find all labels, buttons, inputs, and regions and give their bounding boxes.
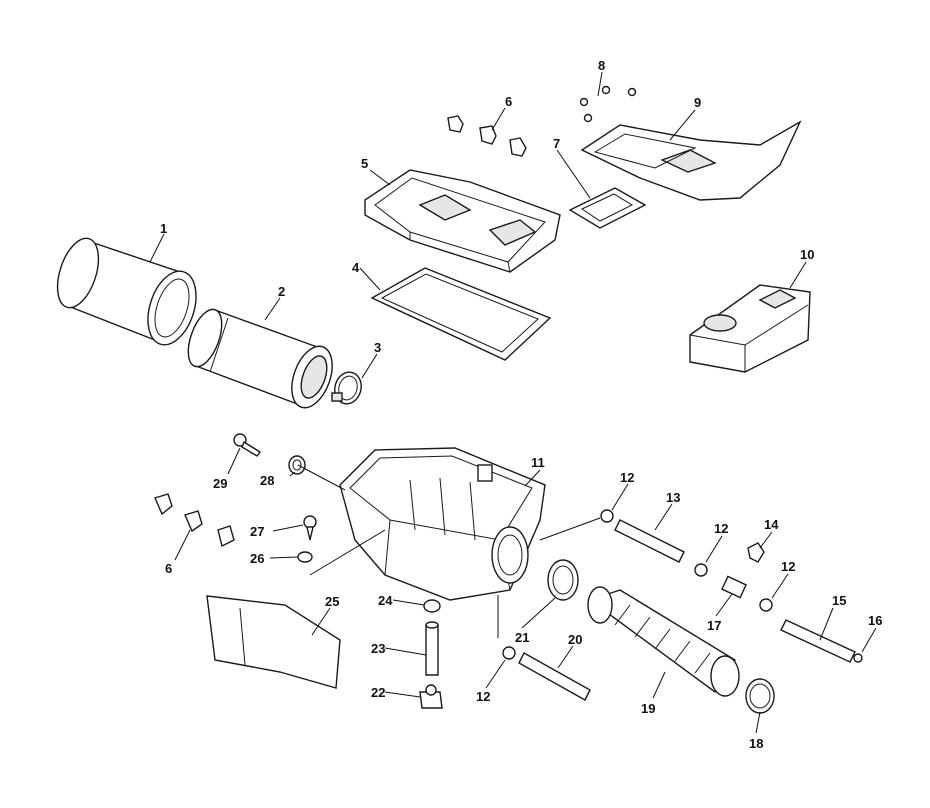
- label-part-16: 16: [868, 613, 882, 628]
- part-11-airbox-housing[interactable]: [339, 447, 546, 601]
- label-part-6-top: 6: [505, 94, 512, 109]
- part-28-grommet[interactable]: [288, 455, 306, 475]
- part-15-tube[interactable]: [780, 619, 856, 663]
- label-part-12-a: 12: [620, 470, 634, 485]
- label-part-21: 21: [515, 630, 529, 645]
- part-12-cap-a[interactable]: [600, 509, 614, 523]
- label-part-8: 8: [598, 58, 605, 73]
- part-21-coupler-ring[interactable]: [547, 559, 579, 601]
- leader-lines: [149, 71, 877, 734]
- part-19-bellows-boot[interactable]: [587, 586, 740, 697]
- part-25-side-panel[interactable]: [206, 595, 341, 689]
- label-part-20: 20: [568, 632, 582, 647]
- part-6-clips-top[interactable]: [447, 115, 527, 157]
- part-number-labels: 1 2 3 4 5 6 7 8 9 10 11 12 13 12 14 12 1…: [160, 58, 882, 751]
- part-16-clip[interactable]: [853, 653, 863, 663]
- part-27-bolt[interactable]: [303, 515, 317, 541]
- part-13-tube[interactable]: [614, 519, 685, 563]
- label-part-11: 11: [531, 455, 545, 470]
- label-part-12-c: 12: [781, 559, 795, 574]
- label-part-7: 7: [553, 136, 560, 151]
- label-part-14: 14: [764, 517, 779, 532]
- part-29-drain-valve[interactable]: [233, 433, 262, 457]
- part-23-drain-tube[interactable]: [425, 621, 439, 676]
- label-part-18: 18: [749, 736, 763, 751]
- label-part-2: 2: [278, 284, 285, 299]
- part-6-clips-left[interactable]: [154, 493, 235, 548]
- part-26-nut[interactable]: [297, 551, 313, 563]
- label-part-5: 5: [361, 156, 368, 171]
- part-22-drain-fitting[interactable]: [419, 684, 443, 709]
- part-20-tube[interactable]: [518, 652, 591, 701]
- part-5-airbox-cover[interactable]: [364, 169, 561, 273]
- label-part-22: 22: [371, 685, 385, 700]
- label-part-6-left: 6: [165, 561, 172, 576]
- label-part-26: 26: [250, 551, 264, 566]
- label-part-3: 3: [374, 340, 381, 355]
- label-part-29: 29: [213, 476, 227, 491]
- label-part-19: 19: [641, 701, 655, 716]
- part-24-plug[interactable]: [423, 599, 441, 613]
- label-part-23: 23: [371, 641, 385, 656]
- part-12-cap-c[interactable]: [759, 598, 773, 612]
- part-10-foam-block[interactable]: [689, 284, 811, 373]
- label-part-13: 13: [666, 490, 680, 505]
- part-12-cap-b[interactable]: [694, 563, 708, 577]
- label-part-24: 24: [378, 593, 393, 608]
- part-3-hose-clamp[interactable]: [331, 369, 364, 407]
- label-part-17: 17: [707, 618, 721, 633]
- part-12-cap-d[interactable]: [502, 646, 516, 660]
- label-part-28: 28: [260, 473, 274, 488]
- label-part-4: 4: [352, 260, 360, 275]
- part-17-connector[interactable]: [721, 575, 747, 599]
- part-1-prefilter-sleeve[interactable]: [50, 233, 205, 351]
- label-part-12-b: 12: [714, 521, 728, 536]
- part-8-screws[interactable]: [579, 85, 637, 123]
- label-part-27: 27: [250, 524, 264, 539]
- part-18-clamp[interactable]: [745, 678, 775, 714]
- part-2-air-filter[interactable]: [182, 305, 340, 413]
- label-part-25: 25: [325, 594, 339, 609]
- label-part-1: 1: [160, 221, 167, 236]
- part-4-lid-gasket[interactable]: [370, 267, 552, 361]
- part-7-plate-gasket[interactable]: [568, 187, 647, 229]
- label-part-12-d: 12: [476, 689, 490, 704]
- label-part-10: 10: [800, 247, 814, 262]
- part-9-intake-duct[interactable]: [580, 120, 802, 201]
- label-part-9: 9: [694, 95, 701, 110]
- label-part-15: 15: [832, 593, 846, 608]
